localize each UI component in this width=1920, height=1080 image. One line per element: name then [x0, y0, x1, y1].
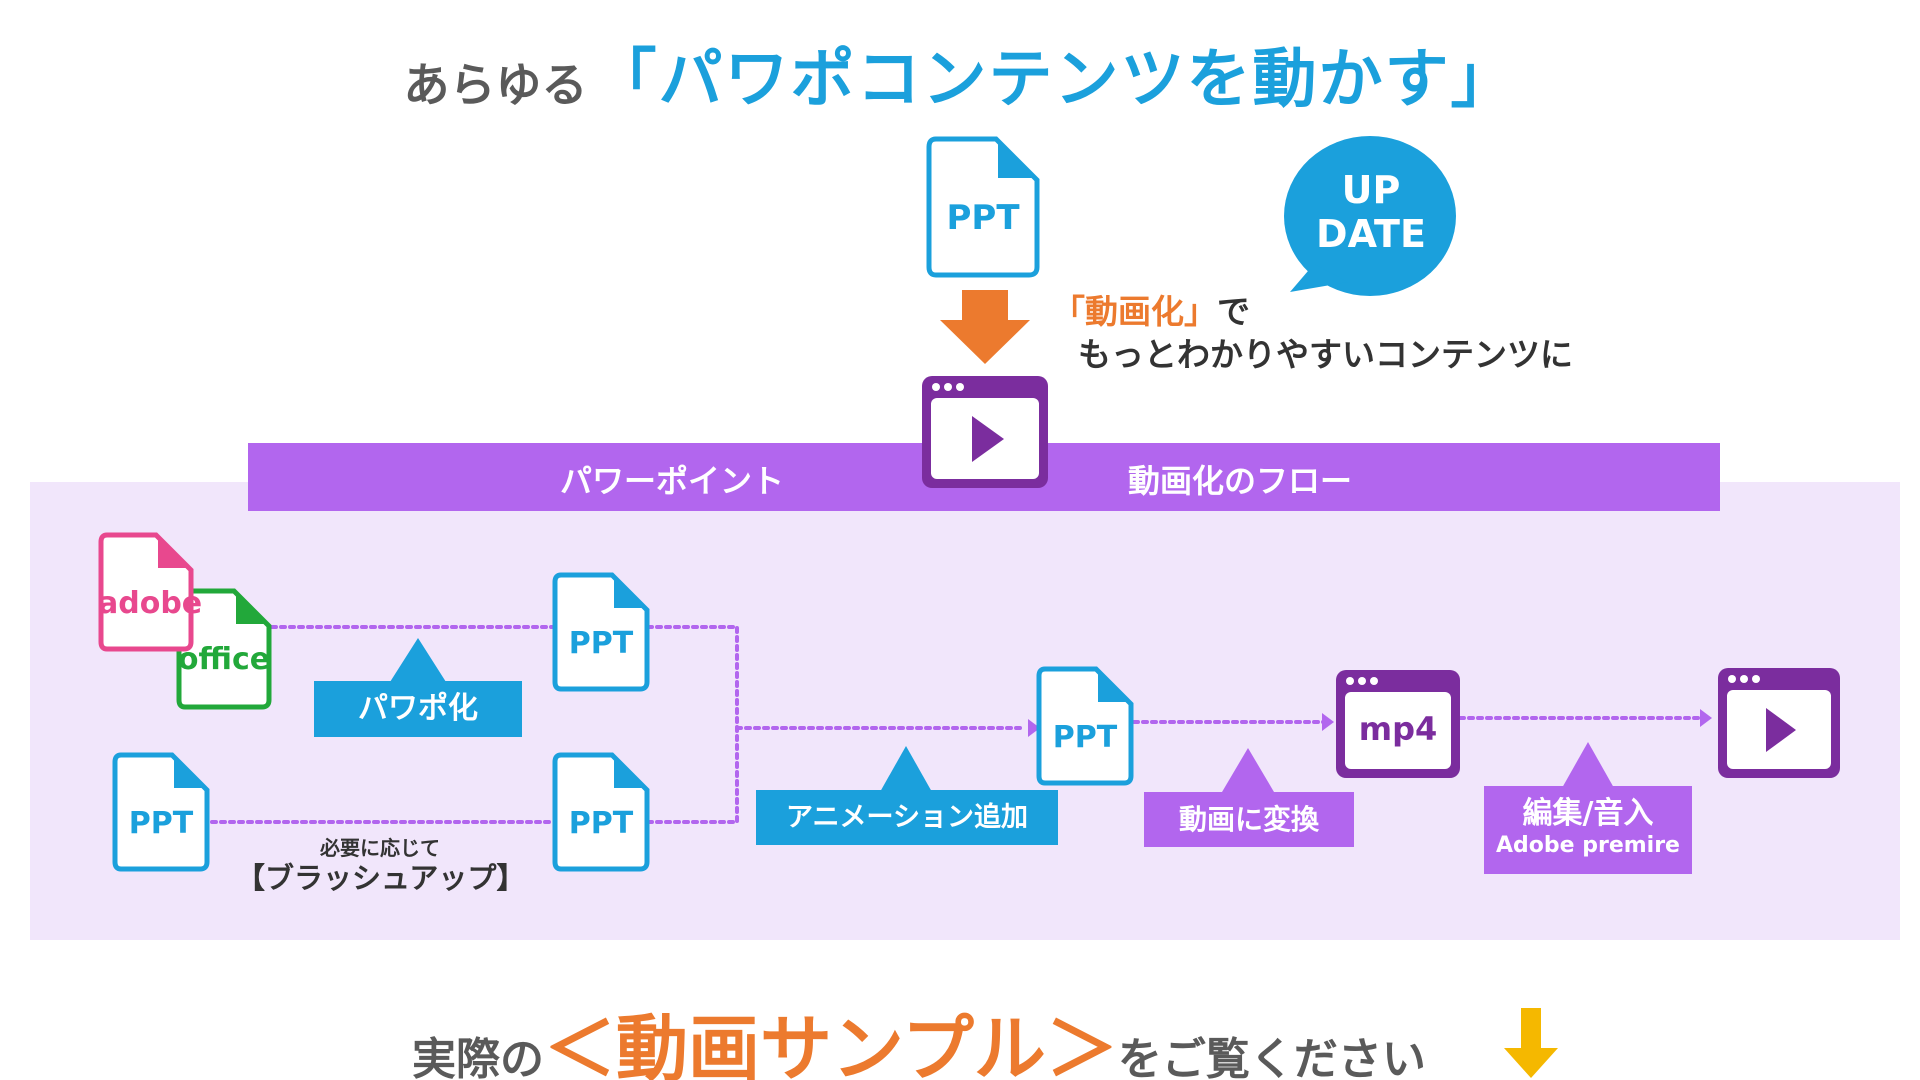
tag-edit: 編集/音入 Adobe premire [1484, 786, 1692, 874]
ppt-file-icon: PPT [1036, 666, 1134, 786]
band-left-text: パワーポイント [560, 462, 785, 500]
ppt-file-icon: PPT [552, 572, 650, 692]
arrowhead-icon [1322, 713, 1334, 731]
caption-de: で [1217, 292, 1250, 331]
yellow-down-arrow-icon [1504, 1008, 1558, 1078]
title-prefix: あらゆる [403, 58, 588, 112]
office-file-icon: office [176, 588, 272, 710]
top-ppt-label: PPT [946, 198, 1020, 238]
tag-pawapo: パワポ化 [314, 681, 522, 737]
mp4-window-icon: mp4 [1336, 670, 1460, 778]
top-ppt-file-icon: PPT [926, 136, 1040, 278]
footer-main: ＜動画サンプル＞ [544, 1007, 1118, 1080]
caption-line1: 「動画化」で [1052, 285, 1250, 333]
caption-quote: 「動画化」 [1052, 292, 1217, 331]
tag-edit-line2: Adobe premire [1496, 833, 1680, 858]
orange-down-arrow-icon [940, 290, 1030, 364]
tag-animation: アニメーション追加 [756, 790, 1058, 845]
adobe-label: adobe [98, 586, 203, 621]
note-bracket: 【ブラッシュアップ】 [236, 861, 526, 895]
bubble-line1: UP [1341, 168, 1401, 212]
ppt-label: PPT [128, 806, 194, 841]
page-title: あらゆる 「パワポコンテンツを動かす」 [0, 28, 1920, 120]
title-main: 「パワポコンテンツを動かす」 [592, 43, 1517, 117]
ppt-file-icon: PPT [552, 752, 650, 872]
ppt-file-icon: PPT [112, 752, 210, 872]
footer-prefix: 実際の [412, 1034, 544, 1080]
note-small: 必要に応じて [320, 836, 440, 860]
caption-line2: もっとわかりやすいコンテンツに [1078, 335, 1573, 374]
footer-suffix: をご覧ください [1117, 1034, 1426, 1080]
office-label: office [177, 642, 271, 677]
tag-convert: 動画に変換 [1144, 792, 1354, 847]
video-player-icon [922, 376, 1048, 488]
final-video-player-icon [1718, 668, 1840, 778]
ppt-label: PPT [568, 626, 634, 661]
arrowhead-icon [1028, 719, 1040, 737]
mp4-label: mp4 [1358, 710, 1438, 748]
update-bubble [1284, 136, 1456, 296]
adobe-file-icon: adobe [98, 532, 203, 652]
bubble-text: UP DATE [1286, 168, 1456, 256]
ppt-label: PPT [568, 806, 634, 841]
footer-text: 実際の＜動画サンプル＞をご覧ください [412, 990, 1426, 1080]
arrowhead-icon [1700, 709, 1712, 727]
ppt-label: PPT [1052, 720, 1118, 755]
bubble-line2: DATE [1316, 212, 1426, 256]
tag-edit-line1: 編集/音入 [1522, 796, 1654, 831]
band-right-text: 動画化のフロー [1128, 462, 1353, 500]
